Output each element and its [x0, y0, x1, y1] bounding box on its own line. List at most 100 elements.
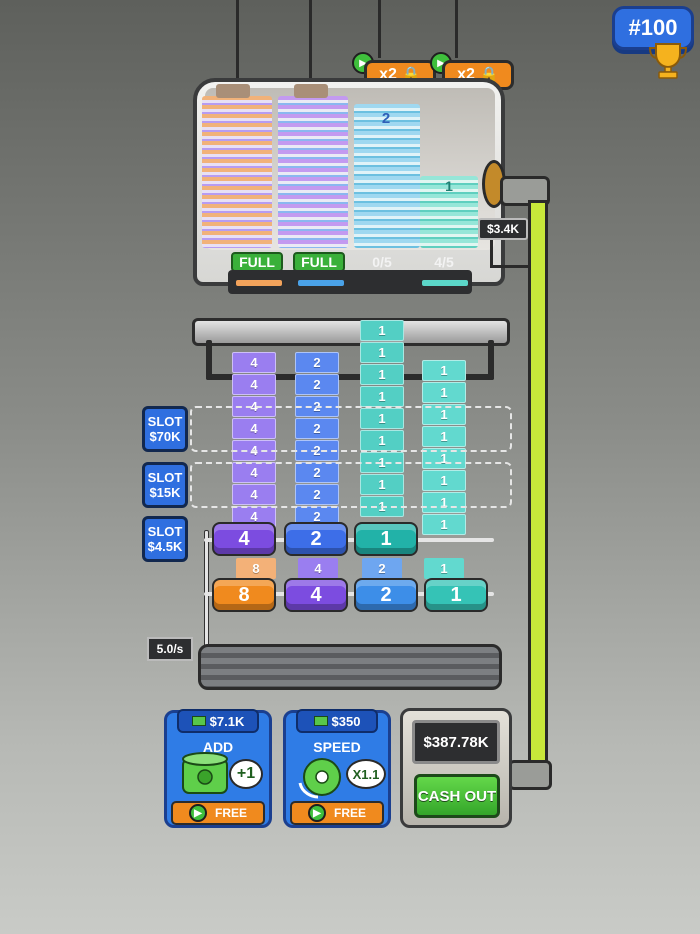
stack-status-1: FULL [231, 252, 283, 272]
bill-cell: 4 [232, 374, 276, 395]
mid-bill-4: 1 [424, 558, 464, 579]
stack-color-strip [236, 280, 282, 286]
slot-button-70k[interactable]: SLOT $70K [142, 406, 188, 452]
cash-amount: $387.78K [412, 720, 500, 764]
bill-cell: 1 [360, 386, 404, 407]
bill-cell: 1 [422, 360, 466, 381]
bill-cell: 1 [360, 474, 404, 495]
stack-status-4: 4/5 [434, 254, 454, 270]
pipe-price-tag: $3.4K [478, 218, 528, 240]
level-badge[interactable]: #100 [612, 6, 694, 50]
stack-color-strip [422, 280, 468, 286]
money-roll-icon [182, 752, 228, 794]
slot-price: $15K [149, 485, 181, 500]
roller-value: 1 [450, 583, 462, 606]
cash-icon [191, 716, 206, 726]
slot-label: SLOT [147, 414, 183, 429]
roller-top-1[interactable]: 4 [212, 522, 276, 556]
bill-cell: 1 [360, 342, 404, 363]
top-rail [192, 318, 510, 346]
money-stack-2 [278, 96, 348, 248]
add-free-button[interactable]: ▶ FREE [171, 801, 265, 825]
add-multiplier: +1 [229, 759, 263, 789]
play-icon: ▶ [307, 804, 326, 822]
slot-button-15k[interactable]: SLOT $15K [142, 462, 188, 508]
roller-value: 2 [380, 583, 392, 606]
roller-rod-top [204, 538, 494, 542]
cable-right-b [455, 0, 458, 58]
speed-upgrade-card[interactable]: $350 SPEED X1.1 ▶ FREE [283, 709, 391, 828]
speed-free-label: FREE [333, 806, 366, 820]
roller-bottom-4[interactable]: 1 [424, 578, 488, 612]
slot-button-4-5k[interactable]: SLOT $4.5K [142, 516, 188, 562]
bill-cell: 1 [422, 404, 466, 425]
level-label: #100 [628, 15, 678, 40]
stack-cap [294, 84, 328, 98]
add-upgrade-card[interactable]: $7.1K ADD +1 ▶ FREE [164, 709, 272, 828]
slot-outline-15k [190, 462, 512, 508]
slot-price: $70K [149, 429, 181, 444]
play-icon: ▶ [188, 804, 207, 822]
mid-bill-1: 8 [236, 558, 276, 579]
stack-cap [216, 84, 250, 98]
roller-bottom-2[interactable]: 4 [284, 578, 348, 612]
spinning-roll-icon [298, 758, 341, 799]
cash-icon [313, 716, 328, 726]
slot-price: $4.5K [147, 539, 183, 554]
roller-value: 4 [238, 527, 250, 550]
speed-price: $350 [331, 713, 361, 729]
rail-crossbar [206, 374, 494, 380]
slot-label: SLOT [147, 524, 183, 539]
cable-mid [309, 0, 312, 86]
stack-color-strip [298, 280, 344, 286]
roller-value: 4 [310, 583, 322, 606]
speed-price-badge: $350 [296, 709, 378, 733]
pipe-vertical [528, 200, 548, 768]
slot-label: SLOT [147, 470, 183, 485]
speed-free-button[interactable]: ▶ FREE [290, 801, 384, 825]
bill-cell: 4 [232, 418, 276, 439]
main-roller [198, 644, 502, 690]
roller-value: 2 [310, 527, 322, 550]
stack-3-denomination: 2 [381, 110, 391, 127]
mid-bill-2: 4 [298, 558, 338, 579]
add-title: ADD [202, 739, 234, 755]
add-price-badge: $7.1K [177, 709, 259, 733]
mid-bill-3: 2 [362, 558, 402, 579]
roller-bottom-1[interactable]: 8 [212, 578, 276, 612]
money-stack-3 [354, 104, 420, 248]
slot-outline-70k [190, 406, 512, 452]
bill-cell: 1 [360, 408, 404, 429]
bill-cell: 4 [232, 352, 276, 373]
roller-value: 8 [238, 583, 250, 606]
speed-title: SPEED [313, 739, 361, 755]
roller-bottom-3[interactable]: 2 [354, 578, 418, 612]
stack-status-3: 0/5 [372, 254, 392, 270]
stack-status-2: FULL [293, 252, 345, 272]
bill-cell: 1 [360, 364, 404, 385]
bill-cell: 1 [422, 382, 466, 403]
cash-out-button[interactable]: CASH OUT [414, 774, 500, 818]
bill-cell: 1 [360, 430, 404, 451]
bill-cell: 1 [422, 514, 466, 535]
add-free-label: FREE [214, 806, 247, 820]
trophy-icon [648, 43, 688, 79]
roller-top-2[interactable]: 2 [284, 522, 348, 556]
add-price: $7.1K [209, 713, 245, 729]
pipe-elbow-bottom [508, 760, 552, 790]
bill-cell: 4 [232, 484, 276, 505]
speed-rate-tag: 5.0/s [147, 637, 193, 661]
money-stack-4 [420, 176, 478, 248]
rail-post [206, 340, 212, 380]
speed-multiplier: X1.1 [346, 759, 386, 789]
cable-right-a [378, 0, 381, 58]
roller-top-3[interactable]: 1 [354, 522, 418, 556]
bill-cell: 1 [360, 320, 404, 341]
bill-cell: 1 [422, 470, 466, 491]
rail-post [488, 340, 494, 380]
bill-cell: 2 [295, 418, 339, 439]
money-stack-1 [202, 96, 272, 248]
